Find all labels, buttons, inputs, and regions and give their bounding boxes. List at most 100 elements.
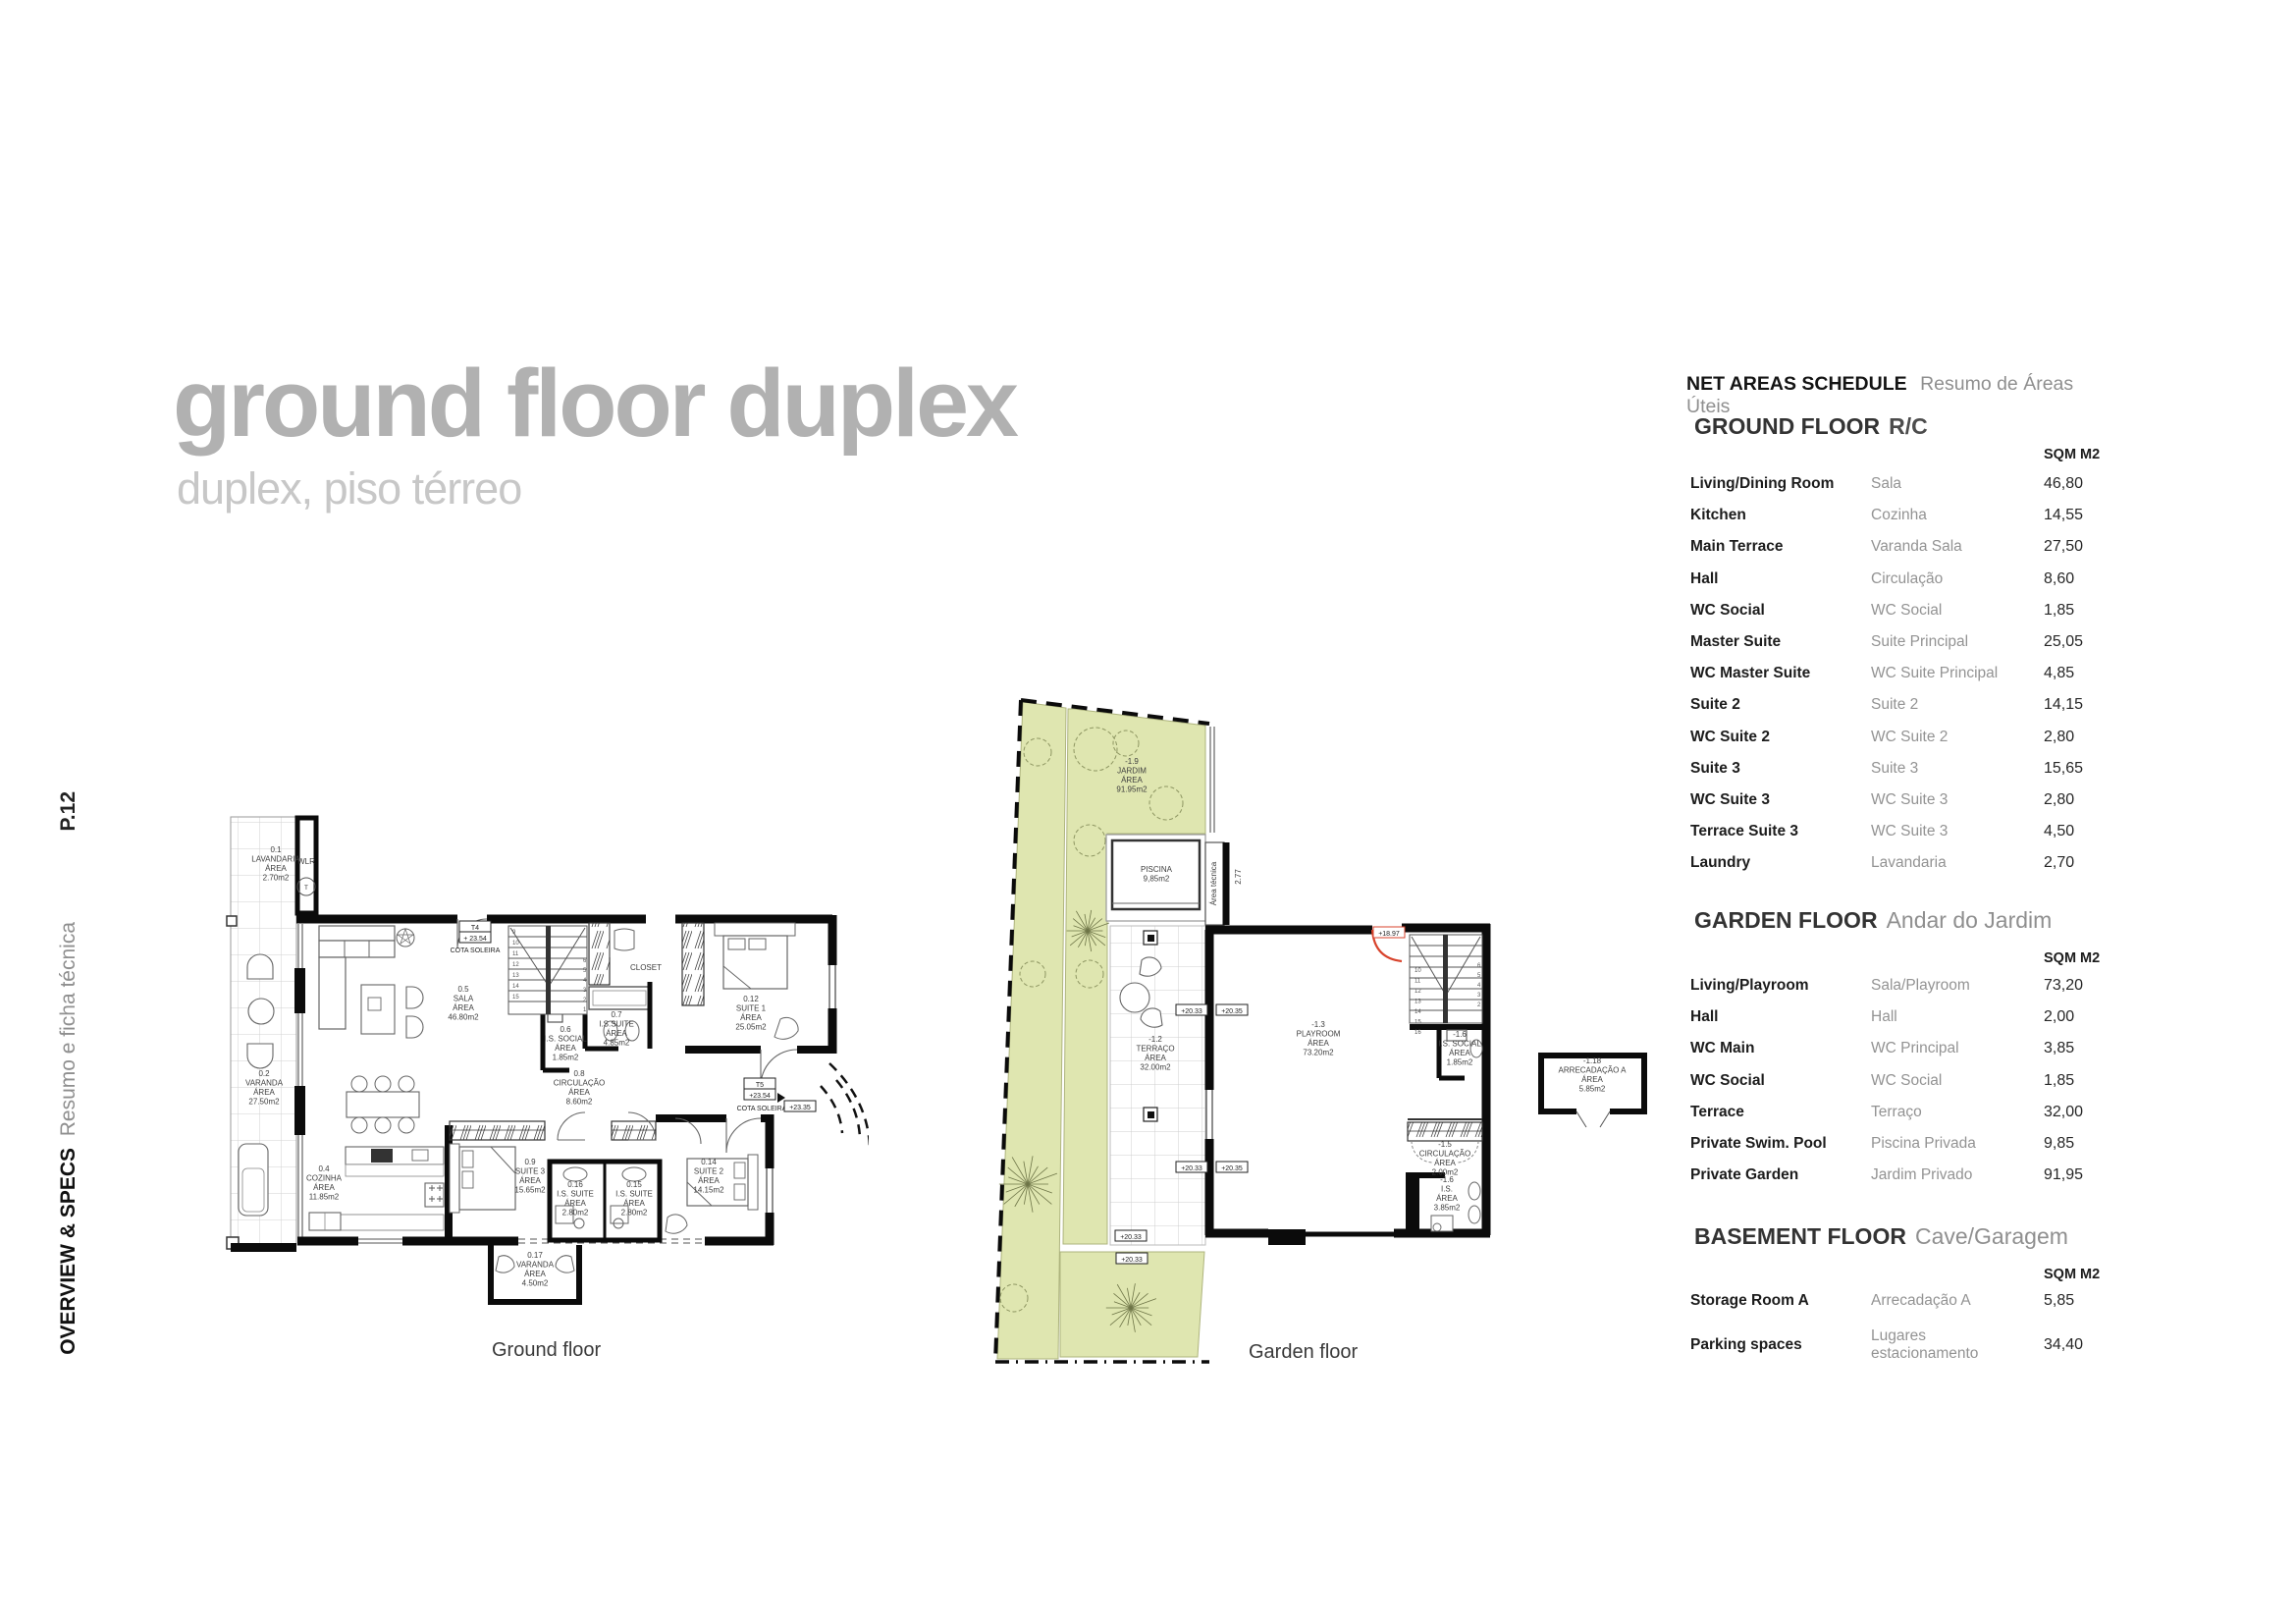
stair-number: 13: [1415, 1000, 1421, 1005]
room-area-sqm: 4,50: [2044, 823, 2075, 840]
room-area-sqm: 4,85: [2044, 665, 2075, 682]
room-name-pt: Cozinha: [1871, 507, 1927, 524]
room-area-sqm: 3,85: [2044, 1040, 2075, 1057]
svg-text:T: T: [304, 886, 308, 892]
elevation-tag: +20.35: [1221, 1165, 1243, 1172]
room-name-pt: Jardim Privado: [1871, 1166, 1973, 1184]
grass-plant: [1105, 1283, 1157, 1332]
room-area-sqm: 32,00: [2044, 1103, 2084, 1120]
grass-plant: [1066, 909, 1110, 952]
room-name-en: Living/Dining Room: [1690, 475, 1835, 492]
room-label: WLR: [297, 857, 315, 866]
stair-number: 14: [512, 984, 519, 990]
room-name-en: Private Swim. Pool: [1690, 1135, 1827, 1152]
room-name-en: Parking spaces: [1690, 1335, 1802, 1353]
stair-number: 9: [512, 930, 516, 936]
room-name-pt: Suite Principal: [1871, 633, 1969, 651]
room-area-sqm: 8,60: [2044, 569, 2075, 587]
elevation-tag-box: [1175, 1003, 1208, 1016]
area-row: Hall Hall 2,00: [1690, 1008, 2118, 1026]
room-name-pt: Sala: [1871, 475, 1902, 493]
room-name-en: WC Social: [1690, 601, 1765, 619]
room-name-en: Terrace Suite 3: [1690, 823, 1798, 840]
elevation-tag-box: [458, 931, 492, 944]
room-name-en: Hall: [1690, 1008, 1719, 1026]
room-area-sqm: 2,80: [2044, 728, 2075, 745]
room-name-pt: WC Suite Principal: [1871, 665, 1999, 682]
stair-number: 6: [583, 958, 587, 964]
elevation-tag: +18.97: [1378, 931, 1400, 938]
room-name-en: Kitchen: [1690, 507, 1746, 524]
elevation-tag: + 23.54: [463, 936, 487, 943]
sidebar-section-subtitle: Resumo e ficha técnica: [57, 922, 80, 1137]
room-name-en: WC Master Suite: [1690, 665, 1811, 682]
room-name-pt: WC Social: [1871, 601, 1943, 619]
stair-number: 4: [583, 978, 587, 984]
unit-header: SQM M2: [2044, 447, 2101, 462]
room-area-sqm: 15,65: [2044, 759, 2084, 777]
elevation-tag-box: [783, 1100, 817, 1112]
room-name-pt: Arrecadação A: [1871, 1292, 1971, 1310]
stair-number: 1: [583, 1007, 587, 1013]
stair-number: 5: [583, 968, 587, 974]
elevation-tag-box: [1215, 1003, 1249, 1016]
room-area-sqm: 73,20: [2044, 977, 2084, 994]
stair-number: 12: [1415, 989, 1421, 995]
elevation-tag: +23.35: [789, 1105, 811, 1111]
table-title-en: NET AREAS SCHEDULE: [1686, 373, 1907, 395]
elevation-tag: +20.33: [1121, 1257, 1143, 1264]
room-name-pt: WC Principal: [1871, 1040, 1959, 1057]
room-area-sqm: 1,85: [2044, 1071, 2075, 1089]
room-name-en: Hall: [1690, 569, 1719, 587]
room-label: 2.77: [1234, 869, 1243, 885]
elevation-tag: COTA SOLEIRA: [451, 947, 501, 954]
room-name-pt: Varanda Sala: [1871, 538, 1962, 556]
room-name-pt: Terraço: [1871, 1103, 1922, 1120]
room-area-sqm: 9,85: [2044, 1135, 2075, 1152]
room-name-pt: Suite 3: [1871, 759, 1919, 777]
room-name-en: Suite 2: [1690, 696, 1740, 714]
elevation-tag: +23.54: [749, 1093, 771, 1100]
stair-number: 6: [1477, 963, 1481, 969]
stair-number: 11: [1415, 979, 1421, 985]
room-name-en: Master Suite: [1690, 633, 1782, 650]
room-label: CLOSET: [630, 963, 662, 972]
stair-number: 16: [1415, 1030, 1421, 1036]
elevation-tag-box: [1115, 1252, 1148, 1265]
page-subtitle: duplex, piso térreo: [177, 463, 522, 514]
elevation-tag: +20.35: [1221, 1008, 1243, 1015]
room-name-pt: Piscina Privada: [1871, 1135, 1976, 1153]
room-name-pt: Hall: [1871, 1008, 1897, 1026]
room-area-sqm: 34,40: [2044, 1335, 2084, 1353]
room-name-en: WC Suite 3: [1690, 791, 1770, 808]
room-name-pt: WC Suite 2: [1871, 728, 1949, 745]
stair-number: 3: [1477, 993, 1481, 999]
stair-number: 13: [512, 973, 519, 979]
room-area-sqm: 2,00: [2044, 1008, 2075, 1026]
page-title: ground floor duplex: [173, 350, 1019, 457]
room-name-en: Living/Playroom: [1690, 977, 1809, 994]
